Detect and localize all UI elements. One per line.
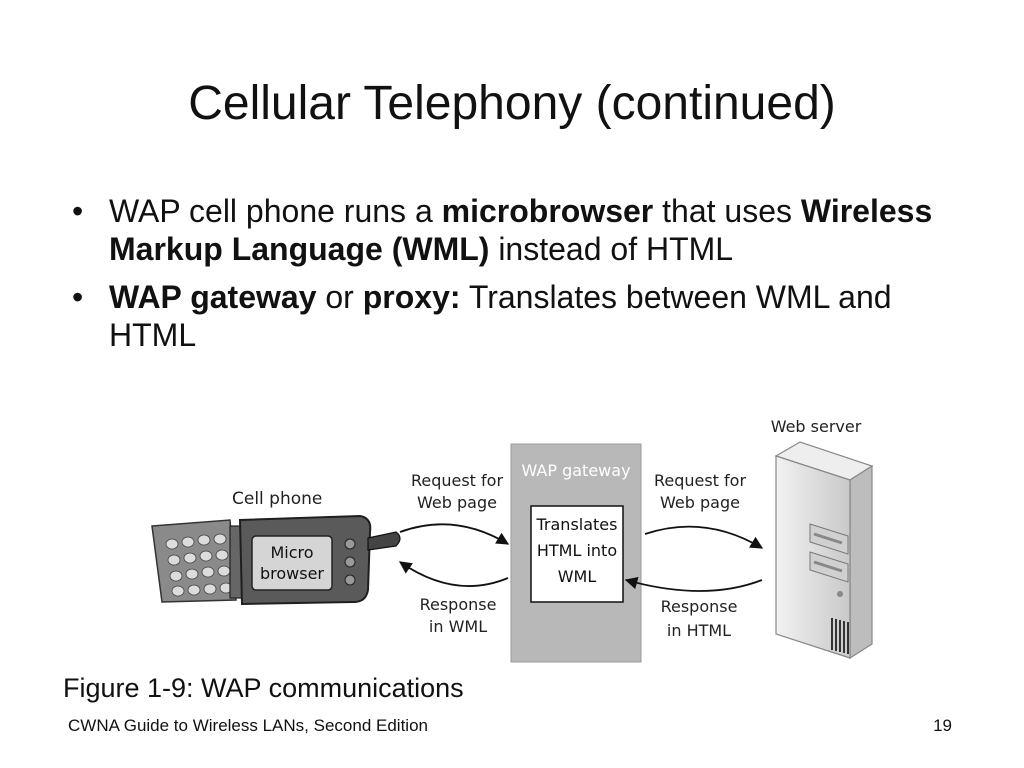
request-arrow-left <box>399 523 510 545</box>
bullet-marker: • <box>72 193 84 229</box>
response-right-line-2: in HTML <box>667 621 731 640</box>
request-left-line-2: Web page <box>417 493 497 512</box>
bullet-2-term-gateway: WAP gateway <box>109 279 317 315</box>
response-arrow-left <box>398 561 509 587</box>
response-arrow-right <box>624 576 763 592</box>
bullet-2-text-a: or <box>316 279 363 315</box>
bullet-1-text-a: WAP cell phone runs a <box>109 193 442 229</box>
request-arrow-right <box>644 525 764 549</box>
cell-phone-label: Cell phone <box>232 489 322 509</box>
cell-phone-icon <box>151 514 401 606</box>
request-right-line-2: Web page <box>660 493 740 512</box>
gateway-box-line-2: HTML into <box>537 541 617 560</box>
figure-caption: Figure 1-9: WAP communications <box>63 673 464 703</box>
response-right-line-1: Response <box>661 597 738 616</box>
bullet-1-term-wml: Wireless Markup Language (WML) <box>109 193 933 267</box>
bullet-1-term-microbrowser: microbrowser <box>441 193 654 229</box>
bullet-list: • WAP cell phone runs a microbrowser tha… <box>70 192 970 364</box>
web-server-icon <box>774 441 874 660</box>
gateway-box-line-3: WML <box>558 567 597 586</box>
page-number: 19 <box>933 716 952 735</box>
slide-title: Cellular Telephony (continued) <box>188 77 836 130</box>
bullet-1-text-c: instead of HTML <box>489 231 734 267</box>
phone-screen-line-2: browser <box>260 564 324 583</box>
footer-text: CWNA Guide to Wireless LANs, Second Edit… <box>68 716 428 735</box>
bullet-item-2: • WAP gateway or proxy: Translates betwe… <box>70 278 970 354</box>
response-left-line-1: Response <box>420 595 497 614</box>
bullet-item-1: • WAP cell phone runs a microbrowser tha… <box>70 192 970 268</box>
bullet-2-text-b: Translates between WML and HTML <box>109 279 892 353</box>
wap-gateway-label: WAP gateway <box>521 461 630 480</box>
request-left-line-1: Request for <box>411 471 504 490</box>
request-right-line-1: Request for <box>654 471 747 490</box>
wap-communications-diagram: Cell phone Micro browser Request for Web… <box>151 417 874 663</box>
bullet-1-text-b: that uses <box>653 193 801 229</box>
gateway-box-line-1: Translates <box>536 515 618 534</box>
phone-screen-line-1: Micro <box>270 543 313 562</box>
bullet-2-term-proxy: proxy: <box>362 279 461 315</box>
response-left-line-2: in WML <box>429 617 487 636</box>
web-server-label: Web server <box>771 417 862 436</box>
bullet-marker: • <box>72 279 84 315</box>
gateway-translate-box <box>530 505 624 603</box>
